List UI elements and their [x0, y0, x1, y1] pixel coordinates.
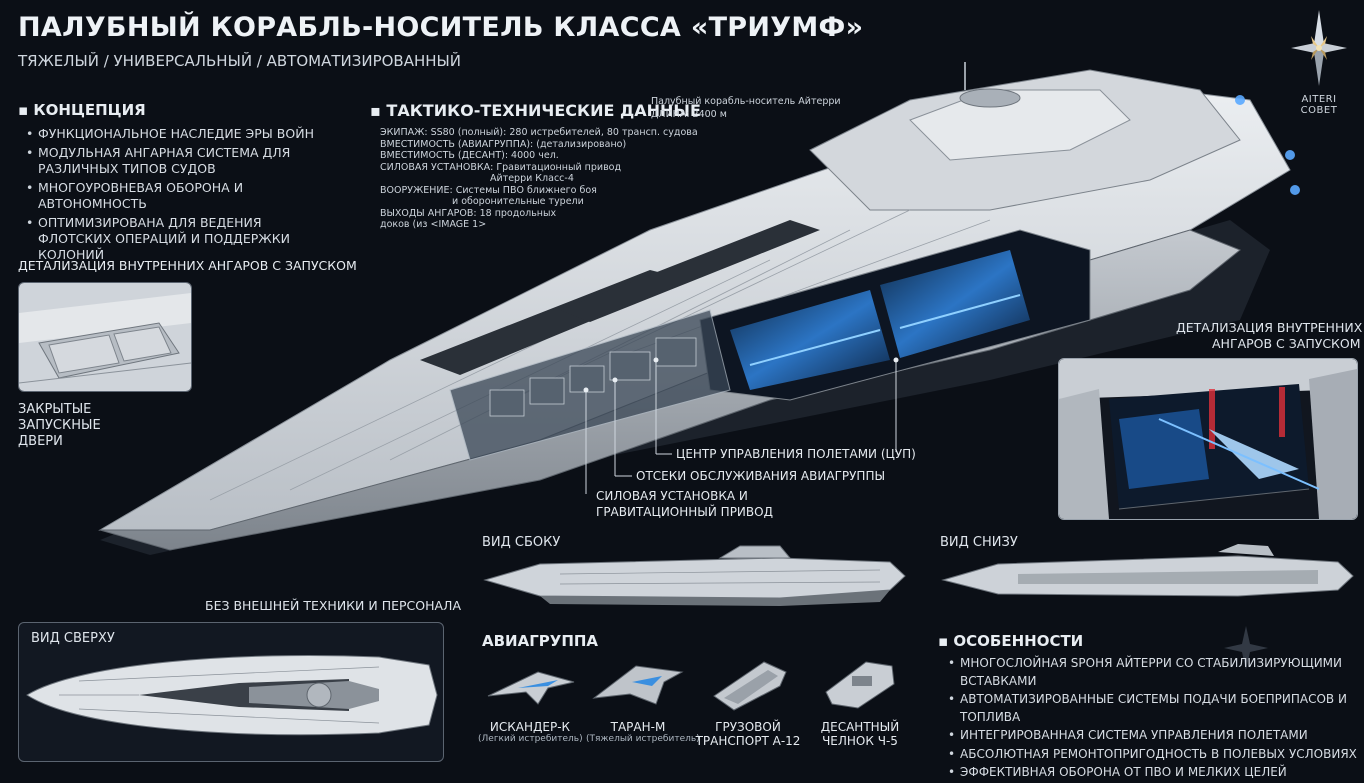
craft-sub: ТРАНСПОРТ А-12 [695, 734, 801, 748]
craft-sub: ЧЕЛНОК Ч-5 [822, 734, 898, 748]
craft-card: ГРУЗОВОЙ ТРАНСПОРТ А-12 [694, 652, 802, 748]
brand-name: AITERI COBET [1300, 94, 1338, 116]
specs-table: ЭКИПАЖ: SS80 (полный): 280 истребителей,… [380, 127, 710, 231]
left-inset-caption-1: ЗАКРЫТЫЕ [18, 402, 92, 417]
top-view-illustration [26, 655, 438, 736]
craft-card: ДЕСАНТНЫЙ ЧЕЛНОК Ч-5 [808, 652, 912, 748]
cargo-transport-icon [713, 661, 787, 711]
spec-row: ВЫХОДЫ АНГАРОВ: 18 продольных [380, 207, 557, 219]
bottom-view-label: ВИД СНИЗУ [940, 535, 1018, 550]
left-inset-panel [18, 282, 192, 392]
craft-sub: (Легкий истребитель) [478, 734, 583, 744]
spec-row: ВМЕСТИМОСТЬ (АВИАГРУППА): (детализирован… [380, 138, 627, 150]
list-item: АВТОМАТИЗИРОВАННЫЕ СИСТЕМЫ ПОДАЧИ БОЕПРИ… [946, 691, 1360, 726]
spec-row: ЭКИПАЖ: SS80 (полный): 280 истребителей,… [380, 127, 698, 138]
list-item: МНОГОУРОВНЕВАЯ ОБОРОНА И АВТОНОМНОСТЬ [24, 180, 334, 212]
left-inset-caption-3: ДВЕРИ [18, 434, 63, 449]
craft-name: ГРУЗОВОЙ [715, 720, 781, 734]
craft-name: ИСКАНДЕР-К [489, 720, 571, 734]
features-heading: ▪ ОСОБЕННОСТИ [938, 632, 1084, 650]
right-inset-heading-2: АНГАРОВ С ЗАПУСКОМ [1212, 336, 1361, 351]
specs-note-1: Палубный корабль-носитель Айтерри [651, 96, 841, 107]
right-inset-panel [1058, 358, 1358, 520]
top-view-panel: ВИД СВЕРХУ [18, 622, 444, 762]
spec-row: СИЛОВАЯ УСТАНОВКА: Гравитационный привод [380, 161, 622, 173]
brand-logo: AITERI COBET [1282, 8, 1356, 118]
callout-flight-control: ЦЕНТР УПРАВЛЕНИЯ ПОЛЕТАМИ (ЦУП) [676, 447, 916, 461]
spec-row: ВООРУЖЕНИЕ: Системы ПВО ближнего боя [380, 184, 597, 196]
no-external-note: БЕЗ ВНЕШНЕЙ ТЕХНИКИ И ПЕРСОНАЛА [205, 598, 461, 613]
sparkle-icon [1224, 626, 1268, 670]
light-fighter-icon [487, 671, 575, 705]
callout-power-1: СИЛОВАЯ УСТАНОВКА И [596, 489, 748, 503]
craft-card: ИСКАНДЕР-К (Легкий истребитель) [478, 652, 583, 744]
right-inset-heading-1: ДЕТАЛИЗАЦИЯ ВНУТРЕННИХ [1176, 320, 1363, 335]
landing-shuttle-icon [825, 661, 895, 709]
craft-card: ТАРАН-М (Тяжелый истребитель) [586, 652, 700, 744]
side-view-illustration [483, 545, 906, 606]
list-item: ИНТЕГРИРОВАННАЯ СИСТЕМА УПРАВЛЕНИЯ ПОЛЕТ… [946, 727, 1360, 745]
features-heading-text: ОСОБЕННОСТИ [953, 632, 1084, 650]
top-view-label: ВИД СВЕРХУ [31, 631, 115, 646]
spec-row: Айтерри Класс-4 [490, 173, 574, 184]
carrier-main-illustration [98, 62, 1300, 555]
spec-row: и оборонительные турели [452, 196, 584, 207]
side-view-label: ВИД СБОКУ [482, 535, 561, 550]
list-item: МНОГОСЛОЙНАЯ SРОНЯ АЙТЕРРИ СО СТАБИЛИЗИР… [946, 655, 1360, 690]
specs-heading: ▪ ТАКТИКО-ТЕХНИЧЕСКИЕ ДАННЫЕ [370, 101, 701, 120]
compass-star-icon [1291, 10, 1347, 86]
page-title: ПАЛУБНЫЙ КОРАБЛЬ-НОСИТЕЛЬ КЛАССА «ТРИУМФ… [18, 12, 864, 43]
list-item: АБСОЛЮТНАЯ РЕМОНТОПРИГОДНОСТЬ В ПОЛЕВЫХ … [946, 746, 1360, 764]
concept-heading: ▪ КОНЦЕПЦИЯ [18, 101, 146, 119]
spec-row: ВМЕСТИМОСТЬ (ДЕСАНТ): 4000 чел. [380, 150, 559, 161]
callout-maintenance: ОТСЕКИ ОБСЛУЖИВАНИЯ АВИАГРУППЫ [636, 469, 886, 483]
list-item: ЭФФЕКТИВНАЯ ОБОРОНА ОТ ПВО И МЕЛКИХ ЦЕЛЕ… [946, 764, 1360, 782]
craft-name: ДЕСАНТНЫЙ [820, 720, 900, 734]
spec-row: доков (из <IMAGE 1> [380, 219, 487, 230]
list-item: ФУНКЦИОНАЛЬНОЕ НАСЛЕДИЕ ЭРЫ ВОЙН [24, 126, 334, 142]
left-inset-heading: ДЕТАЛИЗАЦИЯ ВНУТРЕННИХ АНГАРОВ С ЗАПУСКО… [18, 258, 357, 273]
specs-heading-text: ТАКТИКО-ТЕХНИЧЕСКИЕ ДАННЫЕ [386, 101, 701, 120]
list-item: МОДУЛЬНАЯ АНГАРНАЯ СИСТЕМА ДЛЯ РАЗЛИЧНЫХ… [24, 145, 334, 177]
hangar-launch-illustration [1059, 359, 1357, 519]
airgroup-heading: АВИАГРУППА [482, 632, 599, 650]
left-inset-caption-2: ЗАПУСКНЫЕ [18, 418, 101, 433]
craft-sub: (Тяжелый истребитель) [586, 734, 700, 744]
concept-list: ФУНКЦИОНАЛЬНОЕ НАСЛЕДИЕ ЭРЫ ВОЙН МОДУЛЬН… [24, 126, 334, 266]
list-item: ОПТИМИЗИРОВАНА ДЛЯ ВЕДЕНИЯ ФЛОТСКИХ ОПЕР… [24, 215, 334, 263]
heavy-fighter-icon [592, 665, 684, 705]
callout-power-2: ГРАВИТАЦИОННЫЙ ПРИВОД [596, 505, 773, 519]
craft-name: ТАРАН-М [610, 720, 666, 734]
closed-doors-illustration [19, 283, 191, 391]
concept-heading-text: КОНЦЕПЦИЯ [33, 101, 146, 119]
page-subtitle: ТЯЖЕЛЫЙ / УНИВЕРСАЛЬНЫЙ / АВТОМАТИЗИРОВА… [18, 52, 461, 70]
specs-note-2: ДЛИНА: 2400 м [651, 109, 727, 120]
bottom-view-illustration [941, 544, 1354, 597]
airgroup-list: ИСКАНДЕР-К (Легкий истребитель) ТАРАН-М … [478, 652, 918, 762]
features-list: МНОГОСЛОЙНАЯ SРОНЯ АЙТЕРРИ СО СТАБИЛИЗИР… [946, 655, 1360, 783]
